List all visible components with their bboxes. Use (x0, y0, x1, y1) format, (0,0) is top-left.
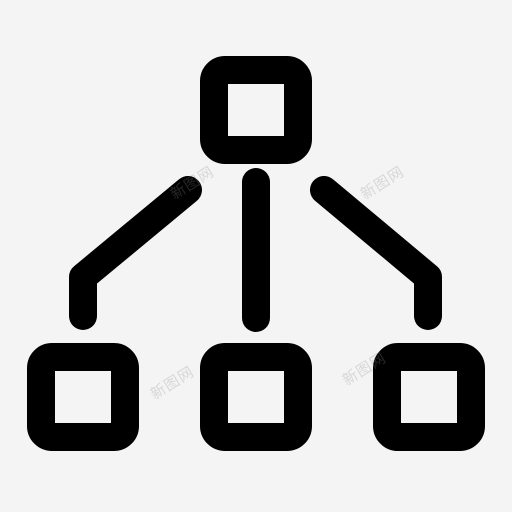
bottom-center-node-box (200, 343, 312, 451)
left-connector-line (69, 176, 202, 330)
bottom-right-node-box (373, 343, 485, 451)
right-connector-line (310, 176, 442, 330)
top-node-box (200, 56, 312, 164)
bottom-left-node-box (27, 343, 139, 451)
